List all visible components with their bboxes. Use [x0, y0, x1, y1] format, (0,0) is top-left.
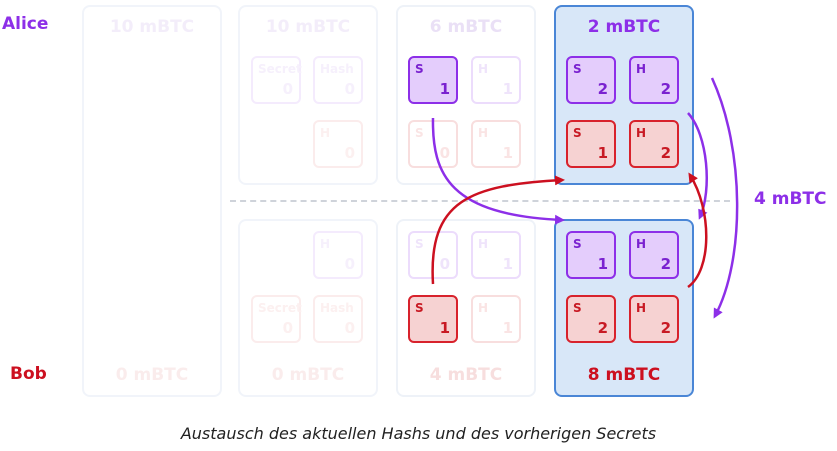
bob-hash-arrow [687, 172, 708, 289]
transfer-amount: 4 mBTC [754, 189, 827, 209]
stage-0: 10 mBTC 0 mBTC [82, 5, 222, 397]
alice-hash-arrow [687, 112, 708, 220]
stage-2-bob-balance: 4 mBTC [429, 365, 503, 385]
alice-label: Alice [2, 14, 49, 34]
channel-divider [230, 200, 730, 202]
stage-3-alice-balance: 2 mBTC [587, 17, 661, 37]
stage-1-alice-balance: 10 mBTC [265, 17, 351, 37]
alice-secret-arrow [431, 117, 565, 225]
bob-secret-arrow [431, 175, 565, 285]
diagram-caption: Austausch des aktuellen Hashs und des vo… [180, 424, 657, 443]
stage-3-bob-balance: 8 mBTC [587, 365, 661, 385]
bob-label: Bob [10, 364, 47, 384]
stage-2-alice-balance: 6 mBTC [429, 17, 503, 37]
stage-0-bob-balance: 0 mBTC [115, 365, 189, 385]
stage-1-bob-balance: 0 mBTC [271, 365, 345, 385]
balance-transfer-arrow [710, 77, 739, 319]
stage-0-alice-balance: 10 mBTC [109, 17, 195, 37]
